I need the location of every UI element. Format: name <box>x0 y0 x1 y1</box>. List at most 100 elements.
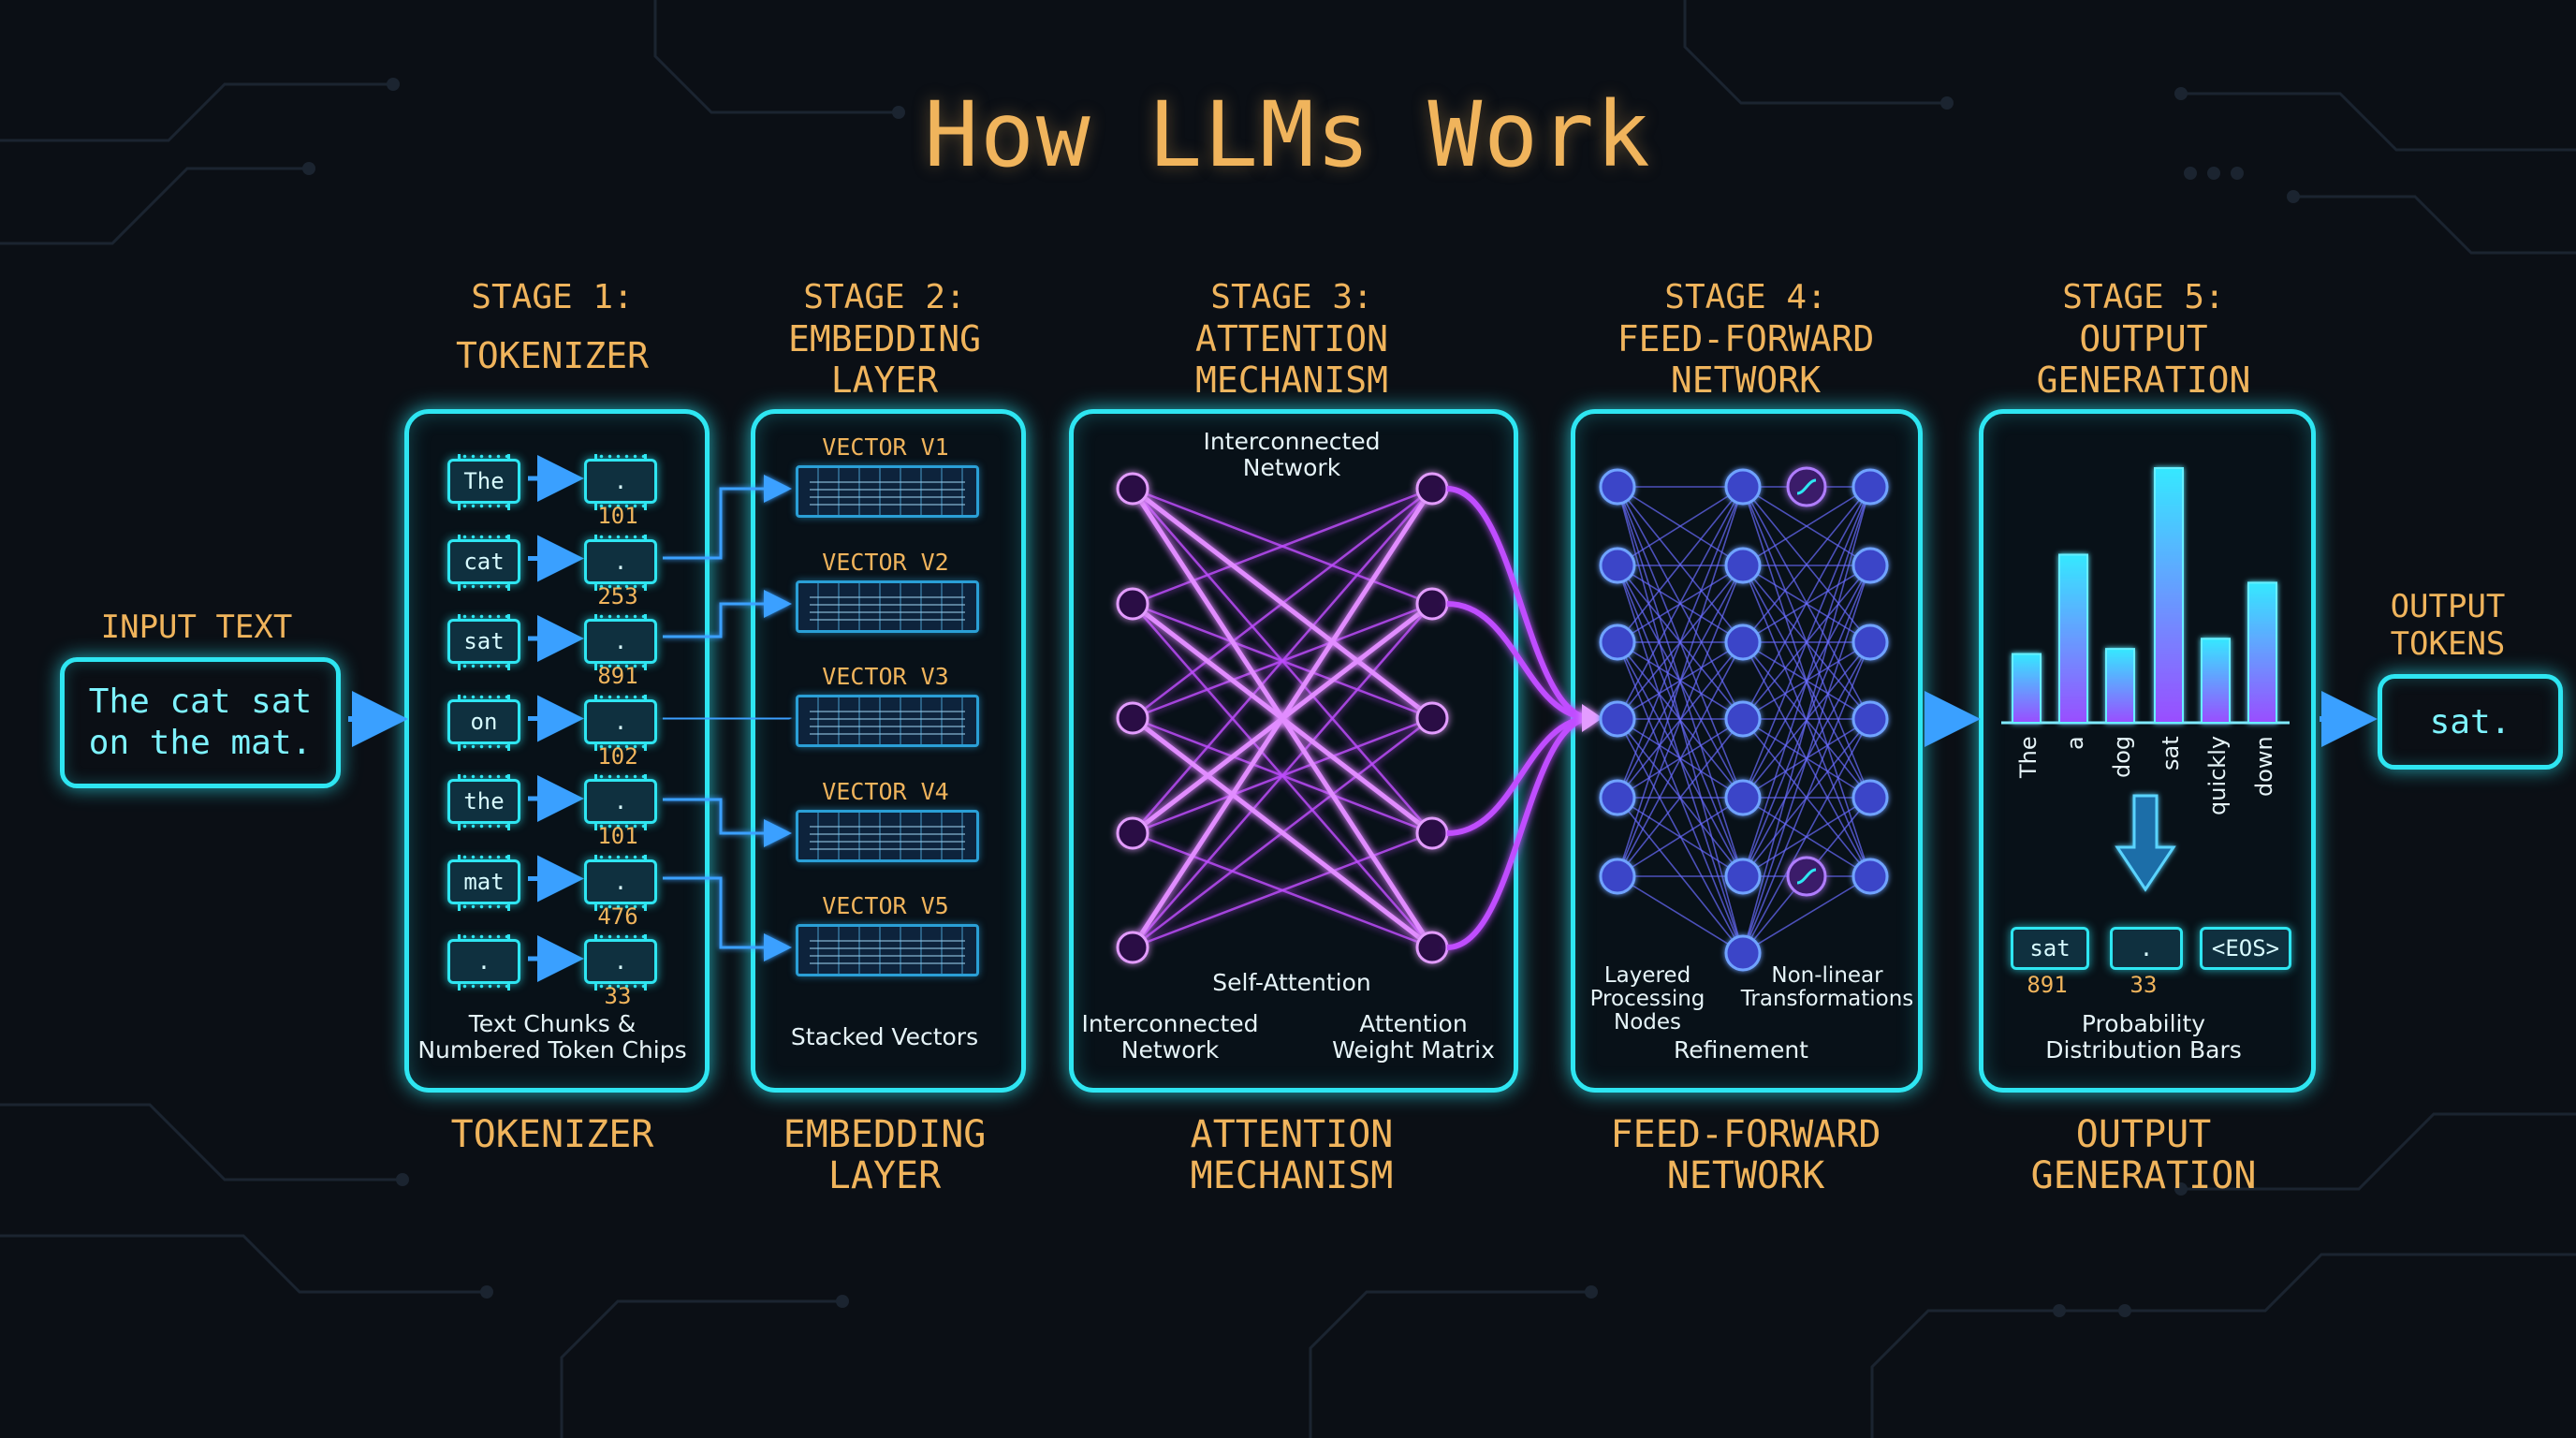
token-chip-text: mat <box>447 854 520 909</box>
token-id-number: 101 <box>597 823 638 849</box>
attention-edge <box>1132 831 1433 949</box>
ff-node <box>1724 934 1762 972</box>
ff-edge <box>1742 718 1871 954</box>
embedding-vector <box>796 809 979 862</box>
vector-label: VECTOR V1 <box>822 433 949 461</box>
token-chip-id: . <box>584 774 657 829</box>
attention-bottom-left-label: Interconnected Network <box>1076 1011 1264 1064</box>
ff-edge <box>1742 486 1871 877</box>
vector-label: VECTOR V4 <box>822 777 949 805</box>
stage-number: STAGE 5: <box>2062 278 2225 316</box>
output-label-line1: OUTPUT <box>2390 588 2506 625</box>
attention-top-line2: Network <box>1242 454 1341 481</box>
attention-output-arrowhead <box>1582 704 1603 732</box>
attention-node <box>1116 931 1149 964</box>
stage-2-header: STAGE 2: EMBEDDING LAYER <box>749 277 1020 401</box>
attention-edge <box>1132 603 1433 948</box>
output-token-id: 33 <box>2130 972 2158 998</box>
attention-output-beam <box>1446 601 1592 721</box>
footer-line2: MECHANISM <box>1190 1154 1394 1197</box>
ff-edge <box>1742 486 1871 720</box>
token-chip-id: . <box>584 934 657 989</box>
ff-node <box>1724 624 1762 661</box>
tokenizer-embedding-connector <box>663 704 792 732</box>
ff-edge <box>1742 641 1871 954</box>
ff-node <box>1724 700 1762 738</box>
stage-title-line1: ATTENTION <box>1195 318 1388 360</box>
ff-left-line3: Nodes <box>1613 1010 1681 1034</box>
attention-panel <box>1069 409 1518 1093</box>
bar-label: dog <box>2109 735 2135 778</box>
stage-number: STAGE 3: <box>1210 278 1373 316</box>
ff-node <box>1599 858 1636 895</box>
attention-bottom-right-line1: Attention <box>1359 1010 1468 1037</box>
ff-edge <box>1617 565 1744 877</box>
ff-bottom-label: Refinement <box>1674 1036 1808 1064</box>
token-id-number: 33 <box>604 983 632 1009</box>
output-token-chip: <EOS> <box>2200 927 2291 970</box>
vector-label: VECTOR V5 <box>822 892 949 919</box>
attention-bottom-left-line1: Interconnected <box>1081 1010 1259 1037</box>
bar-label: a <box>2062 736 2088 750</box>
stage-1-footer: TOKENIZER <box>402 1114 702 1155</box>
stage-title-line2: LAYER <box>830 360 939 401</box>
token-id-number: 253 <box>597 582 638 609</box>
token-chip-text: . <box>447 934 520 989</box>
self-attention-label: Self-Attention <box>1212 969 1371 996</box>
vector-label: VECTOR V3 <box>822 663 949 690</box>
stage-1-header: STAGE 1: TOKENIZER <box>402 277 702 376</box>
token-chip-text: sat <box>447 614 520 668</box>
ff-node <box>1724 468 1762 506</box>
ff-edge <box>1742 875 1871 954</box>
tokenizer-embedding-connector <box>663 798 792 847</box>
ff-node <box>1599 468 1636 506</box>
attention-node <box>1116 587 1149 621</box>
probability-bar <box>2058 553 2088 724</box>
attention-top-line1: Interconnected <box>1203 428 1381 455</box>
attention-output-beam <box>1446 486 1592 721</box>
ff-edge <box>1617 797 1744 954</box>
output-token-id: 891 <box>2027 972 2068 998</box>
ff-node <box>1852 468 1889 506</box>
stage-title-line1: EMBEDDING <box>788 318 981 360</box>
attention-edge <box>1132 487 1433 606</box>
embedding-panel <box>751 409 1026 1093</box>
output-label: OUTPUT TOKENS <box>2340 588 2555 663</box>
tokenizer-caption-line1: Text Chunks & <box>468 1010 637 1037</box>
ff-left-line2: Processing <box>1589 987 1705 1011</box>
embedding-vector <box>796 465 979 518</box>
token-id-number: 102 <box>597 742 638 770</box>
input-line-1: The cat sat <box>88 682 313 721</box>
output-label-line2: TOKENS <box>2390 625 2506 663</box>
input-text-box: The cat sat on the mat. <box>60 657 341 788</box>
ff-edge <box>1617 486 1744 877</box>
sigmoid-icon <box>1796 478 1817 495</box>
token-chip-text: the <box>447 774 520 829</box>
token-chip-text: on <box>447 694 520 749</box>
probability-bar <box>2201 638 2231 724</box>
attention-node <box>1116 472 1149 506</box>
attention-node <box>1415 931 1449 964</box>
embedding-caption: Stacked Vectors <box>790 1023 979 1050</box>
stage-title-line2: MECHANISM <box>1195 360 1388 401</box>
ff-node <box>1852 624 1889 661</box>
attention-edge-strong <box>1131 487 1434 720</box>
token-id-number: 101 <box>597 503 638 529</box>
ff-node <box>1852 779 1889 816</box>
ff-node <box>1599 700 1636 738</box>
tokenizer-caption-line2: Numbered Token Chips <box>417 1036 687 1064</box>
probability-bar <box>2012 653 2042 724</box>
attention-top-label: Interconnected Network <box>1151 429 1432 481</box>
output-tokens-box: sat. <box>2378 674 2563 770</box>
stage-title: TOKENIZER <box>456 335 649 376</box>
ff-edge <box>1617 718 1744 954</box>
input-line-2: on the mat. <box>88 724 313 762</box>
stage-title-line2: NETWORK <box>1670 360 1822 401</box>
token-chip-id: . <box>584 694 657 749</box>
attention-edge-strong <box>1131 716 1434 949</box>
ff-edge <box>1742 486 1871 799</box>
footer-line1: OUTPUT <box>2075 1113 2212 1156</box>
tokenizer-embedding-connector <box>663 590 792 638</box>
ff-node <box>1852 547 1889 584</box>
